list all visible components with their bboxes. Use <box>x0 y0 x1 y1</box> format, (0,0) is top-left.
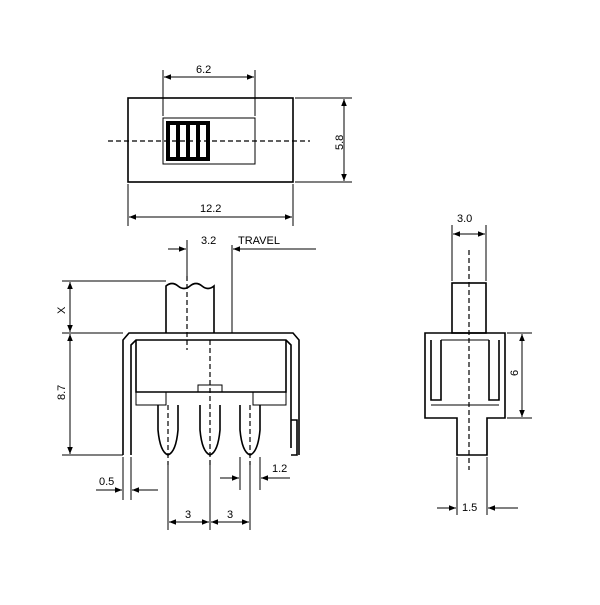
dim-side-pin-width: 1.5 <box>462 502 477 514</box>
front-view: 3.2 TRAVEL X 8.7 0.5 1.2 3 3 <box>56 235 316 530</box>
front-body <box>122 332 300 455</box>
dim-front-pitch-left: 3 <box>185 509 191 521</box>
dim-front-x: X <box>56 306 68 314</box>
travel-label: TRAVEL <box>238 235 280 247</box>
dim-top-height: 5.8 <box>334 135 346 150</box>
dim-front-lead-thickness: 0.5 <box>99 476 114 488</box>
dim-top-length: 12.2 <box>200 203 221 215</box>
dim-front-slider-offset: 3.2 <box>201 235 216 247</box>
dim-side-top-width: 3.0 <box>457 213 472 225</box>
side-view: 3.0 6 1.5 <box>424 213 532 515</box>
dim-front-pitch-right: 3 <box>227 509 233 521</box>
top-body-outline <box>127 97 294 183</box>
dim-side-body-height: 6 <box>509 370 521 376</box>
dim-front-body-height: 8.7 <box>56 385 68 400</box>
side-body <box>424 332 506 456</box>
dim-front-pin-width: 1.2 <box>272 463 287 475</box>
dim-top-slider-width: 6.2 <box>196 64 211 76</box>
top-view: 6.2 5.8 12.2 <box>108 64 352 226</box>
front-slider-actuator <box>165 282 215 333</box>
